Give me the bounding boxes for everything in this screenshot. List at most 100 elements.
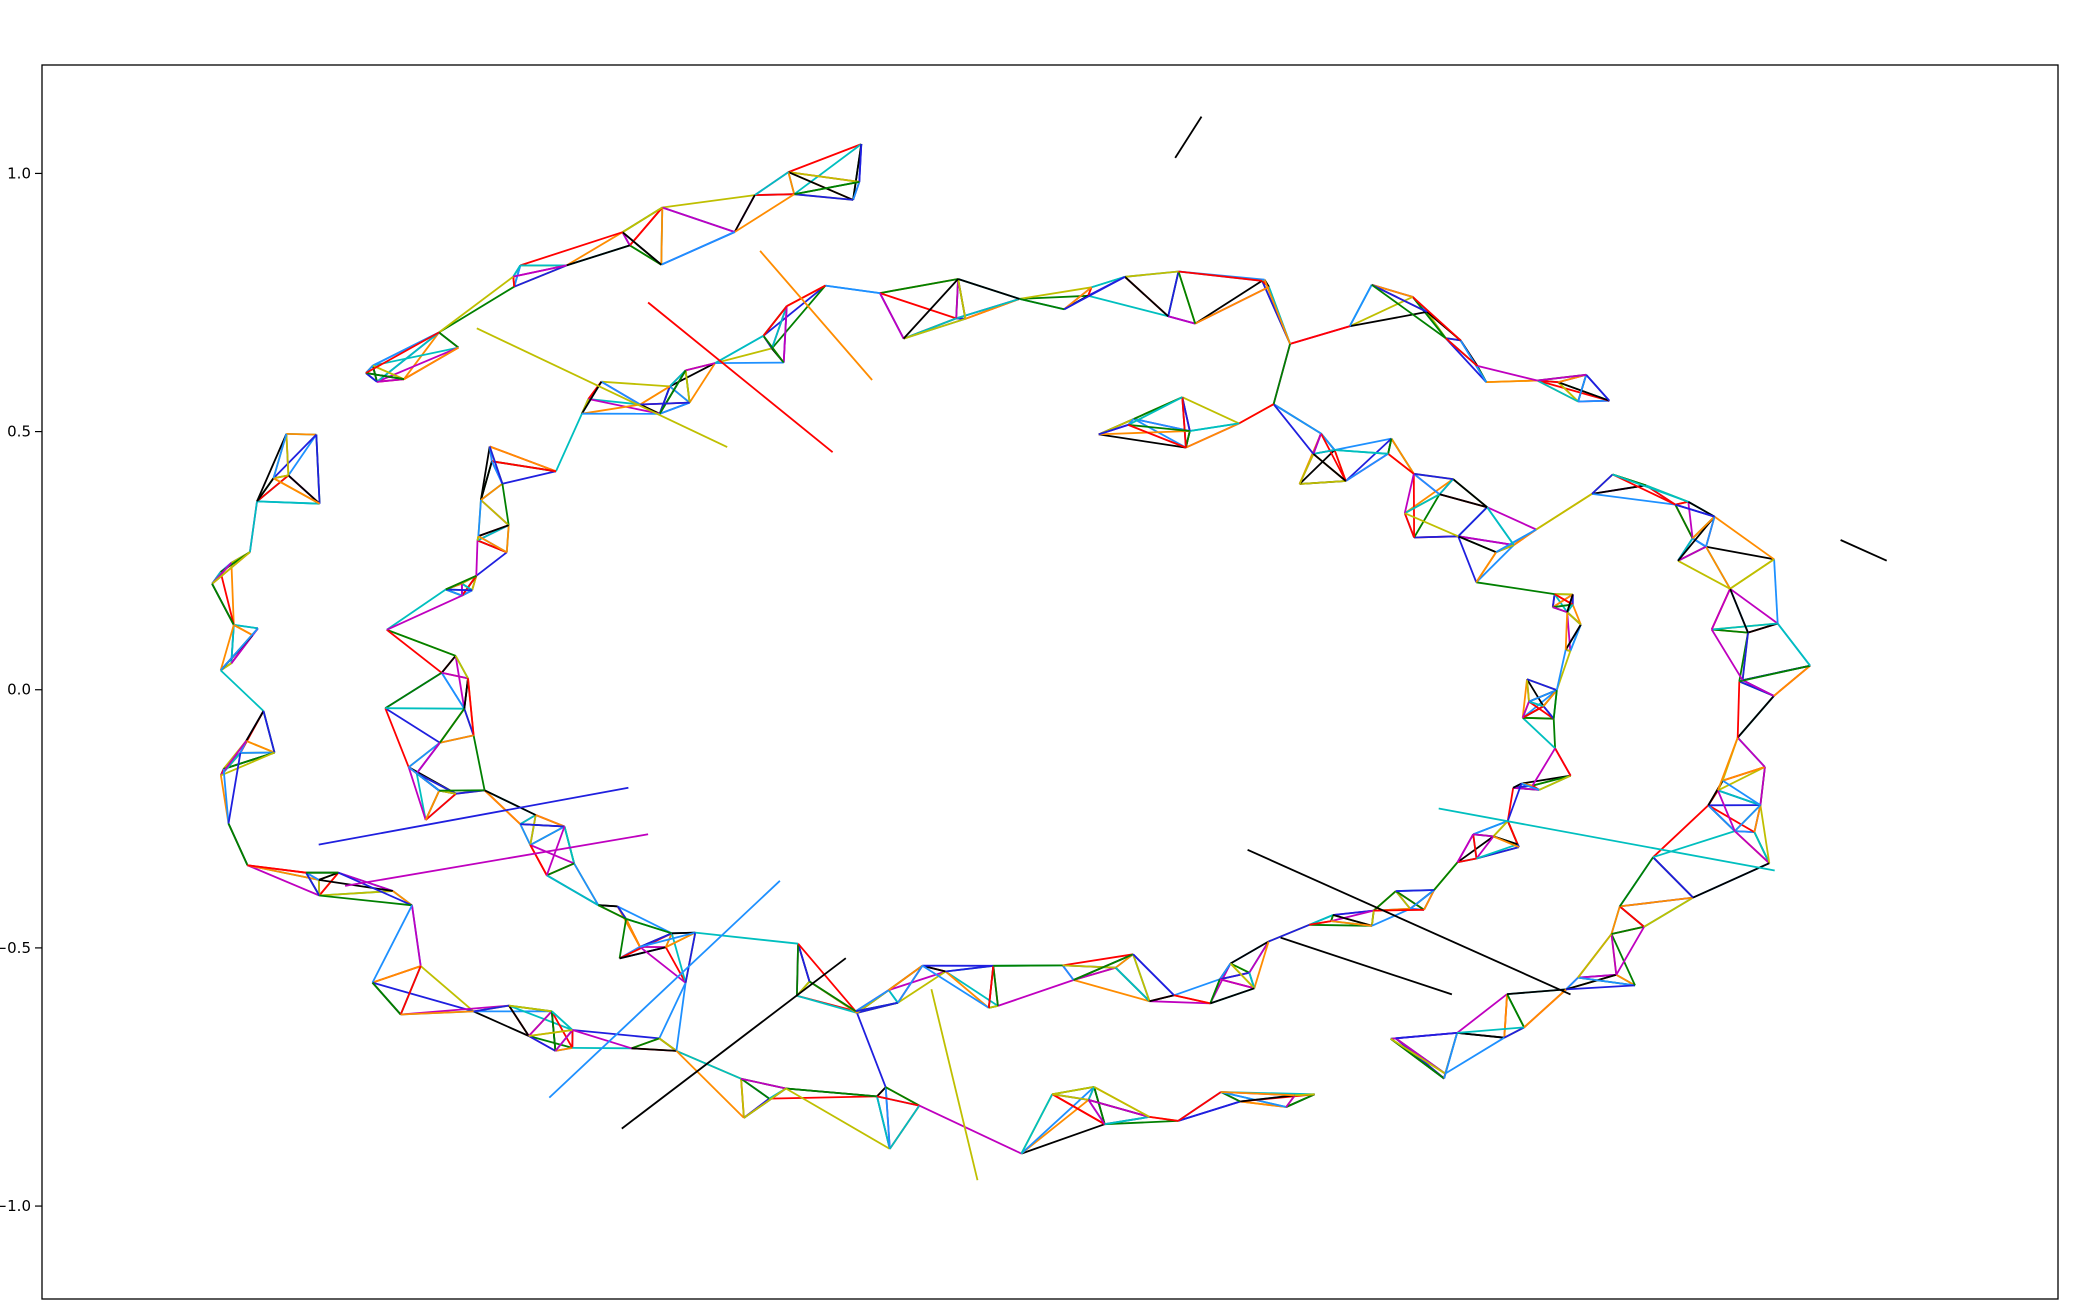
graph-edge xyxy=(529,814,537,846)
graph-edge xyxy=(220,669,265,712)
graph-edge xyxy=(1692,862,1770,899)
graph-edge xyxy=(1219,978,1255,990)
graph-edge xyxy=(1615,926,1645,976)
graph-edge xyxy=(1691,515,1716,539)
graph-edge xyxy=(1127,418,1135,426)
graph-edge xyxy=(372,364,405,381)
graph-edge xyxy=(463,678,469,709)
graph-edge xyxy=(1521,679,1528,718)
graph-edge xyxy=(1513,786,1540,791)
graph-edge xyxy=(1457,506,1488,537)
graph-edge xyxy=(512,276,516,287)
graph-edge xyxy=(512,264,522,278)
graph-edge xyxy=(1387,453,1415,475)
graph-edge xyxy=(1619,905,1645,928)
graph-edge xyxy=(256,474,289,503)
graph-edge xyxy=(581,381,603,415)
graph-edge xyxy=(1619,856,1654,907)
graph-edge xyxy=(475,551,508,577)
graph-edge xyxy=(318,786,629,846)
graph-edge xyxy=(1445,337,1461,342)
graph-edge xyxy=(318,879,394,892)
graph-edge xyxy=(601,380,670,388)
graph-edge xyxy=(1220,1091,1295,1097)
graph-edge xyxy=(957,278,967,319)
graph-edge xyxy=(1523,988,1567,1029)
graph-edge xyxy=(1522,716,1554,720)
graph-edge xyxy=(473,1010,530,1037)
graph-edge xyxy=(622,206,663,233)
graph-edge xyxy=(662,206,735,233)
graph-edge xyxy=(1052,1093,1089,1101)
graph-edge xyxy=(1087,1086,1095,1101)
graph-edge xyxy=(921,964,990,1009)
graph-edge xyxy=(1476,843,1518,860)
graph-edge xyxy=(1737,695,1775,739)
graph-edge xyxy=(535,814,565,828)
graph-edge xyxy=(528,1035,556,1052)
graph-edge xyxy=(566,244,631,267)
graph-edge xyxy=(480,461,493,501)
graph-edge xyxy=(529,844,548,876)
graph-edge xyxy=(918,1104,1022,1155)
graph-edge xyxy=(1542,689,1558,707)
graph-edge xyxy=(1173,978,1221,997)
graph-edge xyxy=(676,1050,742,1080)
graph-edge xyxy=(440,672,466,710)
graph-edge xyxy=(551,1010,574,1031)
graph-edge xyxy=(1457,535,1497,554)
graph-edge xyxy=(1395,890,1411,910)
graph-edge xyxy=(1495,528,1537,553)
graph-edge xyxy=(997,979,1074,1007)
graph-edge xyxy=(785,1087,878,1098)
graph-edge xyxy=(1536,379,1579,403)
graph-edge xyxy=(384,707,441,744)
graph-edge xyxy=(384,707,410,768)
graph-edge xyxy=(477,535,508,554)
graph-edge xyxy=(1458,535,1514,546)
graph-edge xyxy=(888,964,923,991)
graph-edge xyxy=(759,250,873,381)
graph-edge xyxy=(688,362,716,404)
graph-edge xyxy=(1371,907,1411,927)
graph-edge xyxy=(1566,984,1636,991)
y-tick-label: −0.5 xyxy=(0,939,31,957)
graph-edge xyxy=(513,264,567,278)
graph-edge xyxy=(930,988,979,1181)
graph-edge xyxy=(879,278,959,294)
graph-edge xyxy=(546,874,599,906)
graph-edge xyxy=(1503,1026,1525,1039)
graph-edge xyxy=(617,905,673,935)
graph-edge xyxy=(1124,270,1179,278)
graph-edge xyxy=(1705,546,1731,590)
graph-edge xyxy=(1552,593,1574,608)
graph-edge xyxy=(1528,700,1555,720)
graph-edge xyxy=(1722,766,1766,782)
graph-edge xyxy=(1736,681,1741,738)
graph-edge xyxy=(1705,545,1775,561)
graph-edge xyxy=(227,823,249,866)
graph-edge xyxy=(1409,889,1435,910)
graph-edge xyxy=(855,1001,899,1013)
graph-edge xyxy=(1475,544,1515,583)
graph-edge xyxy=(247,864,307,874)
graph-edge xyxy=(1423,889,1435,911)
graph-edge xyxy=(1773,665,1811,697)
graph-edge xyxy=(230,562,235,625)
graph-edge xyxy=(1167,315,1196,325)
graph-edge xyxy=(1643,896,1694,928)
graph-edge xyxy=(1088,1099,1150,1118)
graph-edge xyxy=(1413,472,1454,480)
graph-edge xyxy=(1021,1123,1105,1155)
graph-edge xyxy=(1439,493,1488,509)
graph-edge xyxy=(475,540,479,576)
graph-edge xyxy=(247,864,320,897)
graph-edge xyxy=(441,655,457,674)
graph-edge xyxy=(371,904,413,984)
graph-edge xyxy=(489,445,557,473)
graph-edge xyxy=(786,284,826,307)
graph-edge xyxy=(1566,594,1574,613)
graph-edge xyxy=(1019,294,1089,300)
graph-edge xyxy=(1473,833,1494,838)
